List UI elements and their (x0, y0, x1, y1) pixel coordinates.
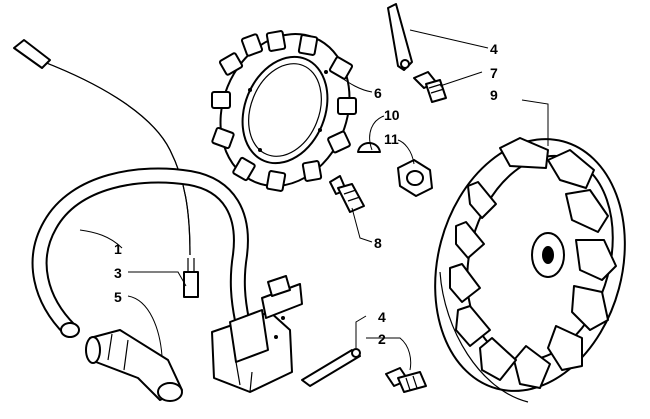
spark-plug-wire (13, 39, 199, 298)
callout-4-bottom: 4 (378, 309, 386, 325)
callout-2: 2 (378, 331, 386, 347)
callout-3: 3 (114, 265, 122, 281)
screw-8 (329, 175, 365, 213)
coil-lead-loop (31, 167, 250, 338)
spark-plug-boot (85, 329, 183, 402)
callout-5: 5 (114, 289, 122, 305)
leader-lines (79, 29, 549, 371)
woodruff-key-bottom (301, 348, 361, 387)
callout-4-top: 4 (490, 41, 498, 57)
ignition-coil (211, 275, 303, 393)
flywheel (434, 137, 626, 403)
callout-11: 11 (384, 131, 399, 147)
callout-9: 9 (490, 87, 498, 103)
half-moon-key (357, 142, 381, 153)
callout-1: 1 (114, 241, 122, 257)
callout-6: 6 (374, 85, 382, 101)
callout-8: 8 (374, 235, 382, 251)
woodruff-key-top (387, 3, 413, 71)
stator-plate (211, 30, 357, 192)
screw-7 (413, 71, 447, 103)
callout-7: 7 (490, 65, 498, 81)
callouts: 1 3 5 4 7 6 9 10 11 8 4 2 (114, 41, 498, 347)
screw-2 (385, 367, 427, 393)
flywheel-nut (397, 159, 433, 197)
callout-10: 10 (384, 107, 400, 123)
